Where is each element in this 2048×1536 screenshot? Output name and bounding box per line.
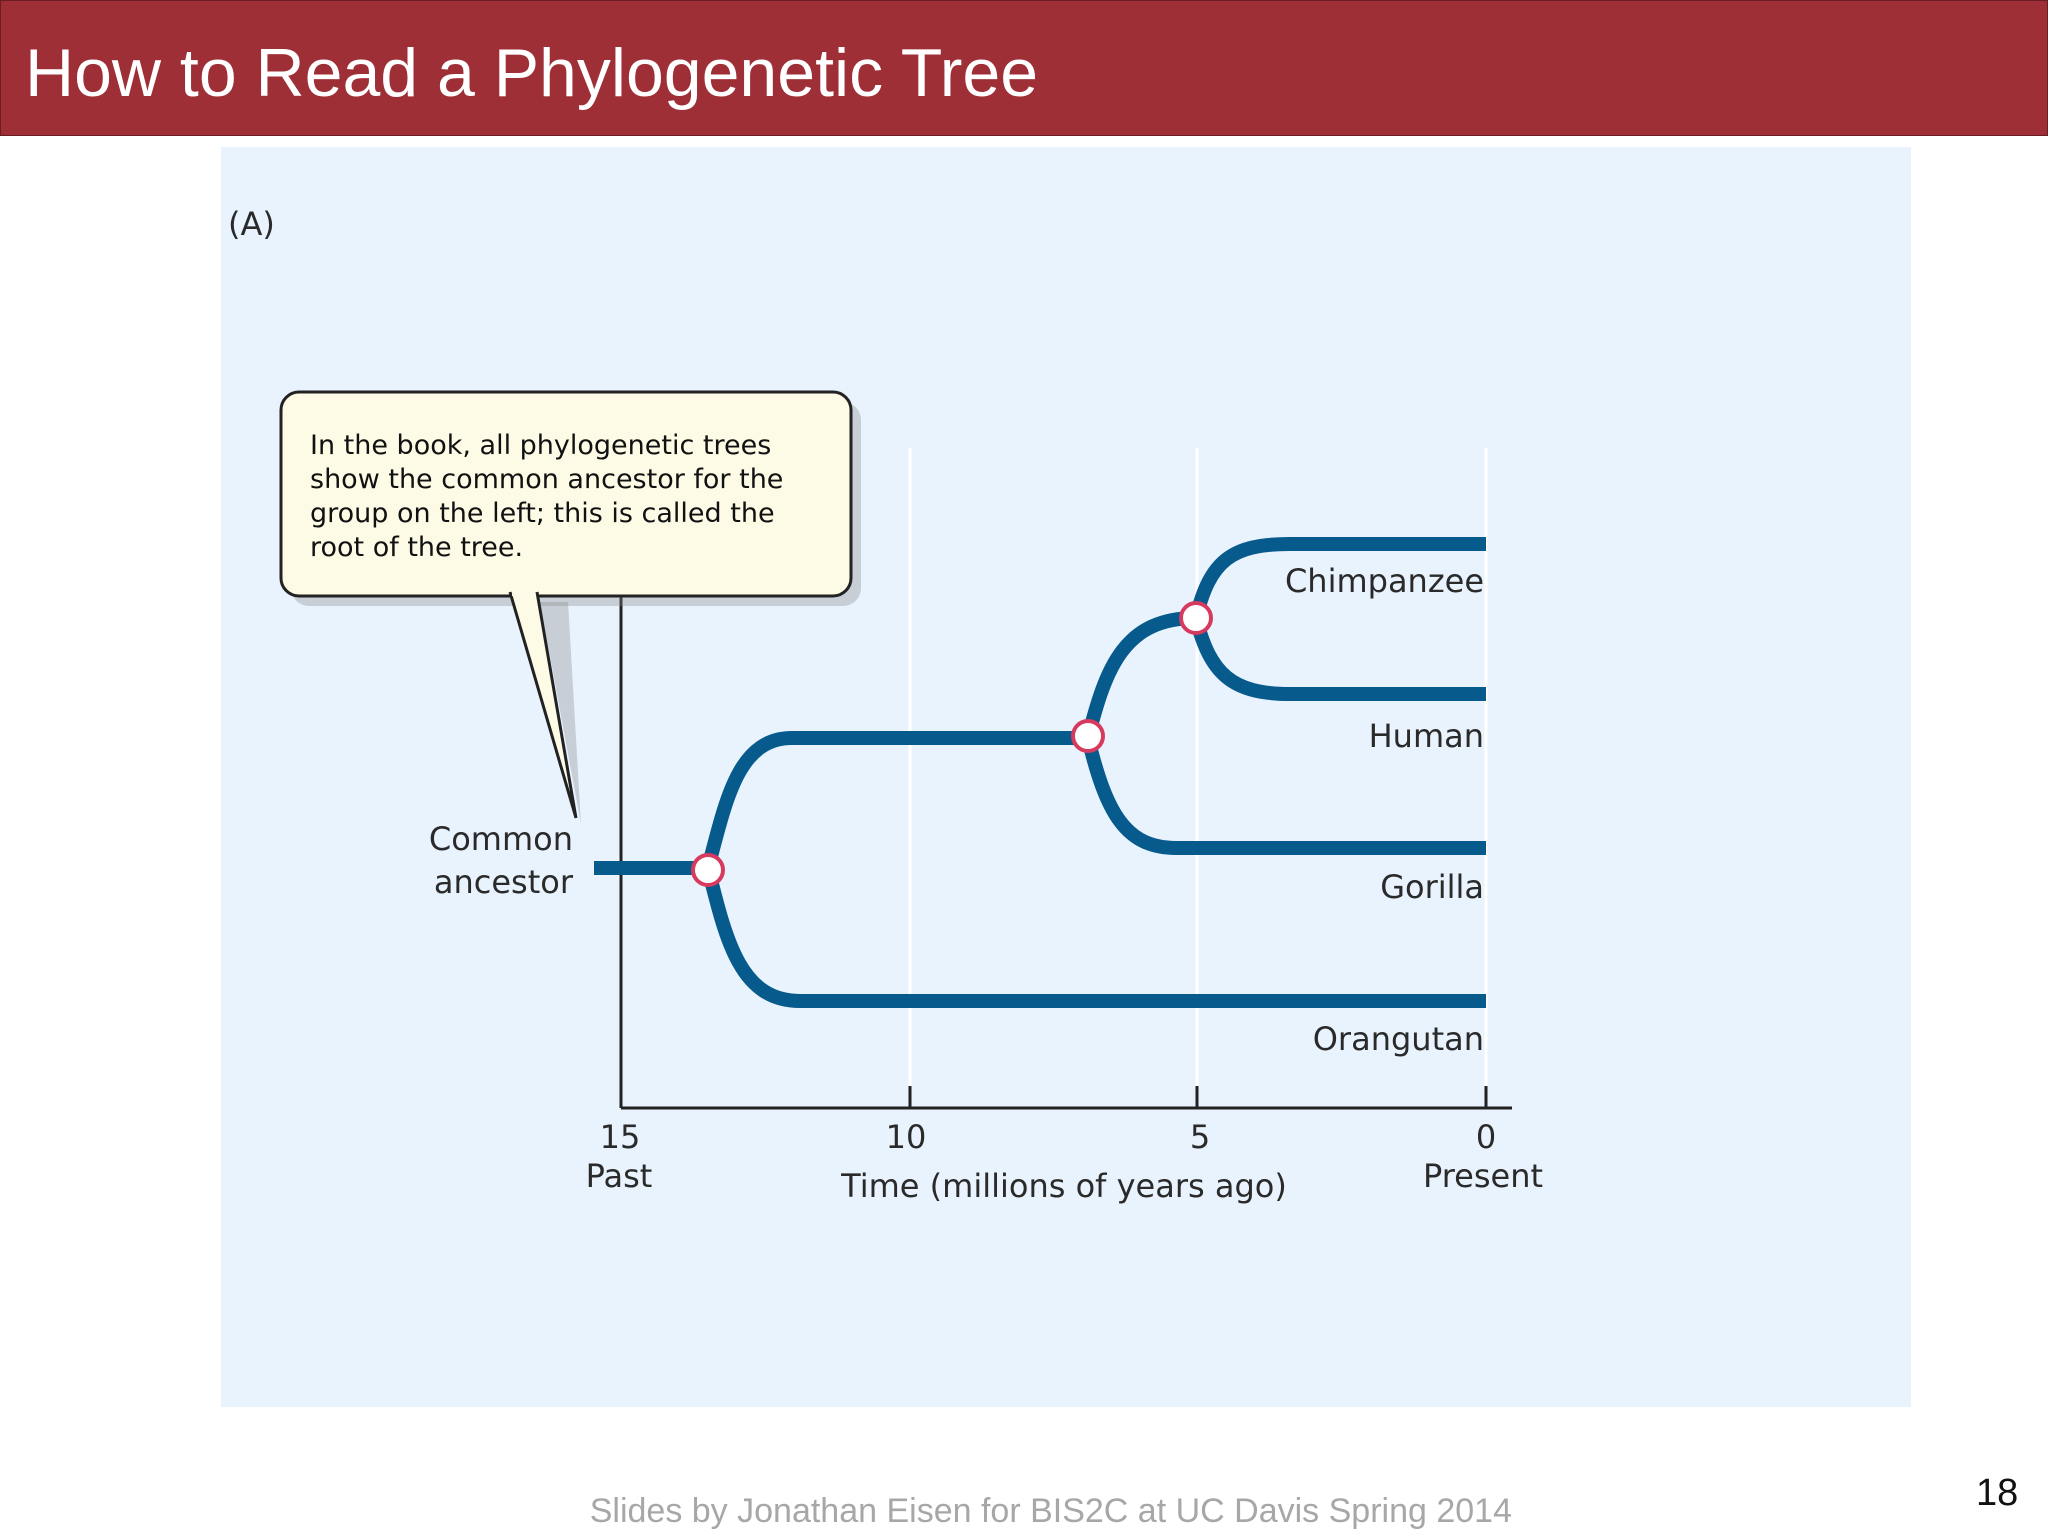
taxon-label-chimpanzee: Chimpanzee [1285,562,1484,600]
branch-gorilla [1081,736,1486,855]
panel-label: (A) [228,205,275,243]
branch-chimpanzee [1189,537,1486,620]
root-label-line-1: Common [429,820,573,858]
axis-title: Time (millions of years ago) [840,1167,1287,1205]
tick-label-15: 15 [600,1118,641,1156]
node-root [691,853,725,887]
tick-label-10: 10 [886,1118,927,1156]
page-number: 18 [1976,1472,2019,1514]
branch-to-chimp-human [1081,611,1197,740]
taxon-label-orangutan: Orangutan [1313,1020,1484,1058]
node-great-apes [1071,719,1105,753]
title-bar: How to Read a Phylogenetic Tree [0,0,2048,136]
tick-label-0: 0 [1476,1118,1496,1156]
callout-line-3: group on the left; this is called the [310,498,775,529]
callout-line-2: show the common ancestor for the [310,464,783,495]
callout-line-1: In the book, all phylogenetic trees [310,430,771,461]
axis-label-present: Present [1423,1157,1543,1195]
root-label-line-2: ancestor [434,863,574,901]
callout-bubble [279,390,861,824]
branch-to-great-apes [701,731,1088,870]
taxon-label-human: Human [1369,717,1484,755]
tick-label-5: 5 [1190,1118,1210,1156]
node-chimp-human [1179,601,1213,635]
slide-footer: Slides by Jonathan Eisen for BIS2C at UC… [589,1492,1512,1530]
branch-human [1189,616,1486,701]
branch-orangutan [701,866,1486,1008]
axis-label-past: Past [586,1157,653,1195]
taxon-label-gorilla: Gorilla [1380,868,1484,906]
slide-title: How to Read a Phylogenetic Tree [25,35,1039,111]
figure-panel [221,147,1911,1407]
callout-line-4: root of the tree. [310,532,523,563]
